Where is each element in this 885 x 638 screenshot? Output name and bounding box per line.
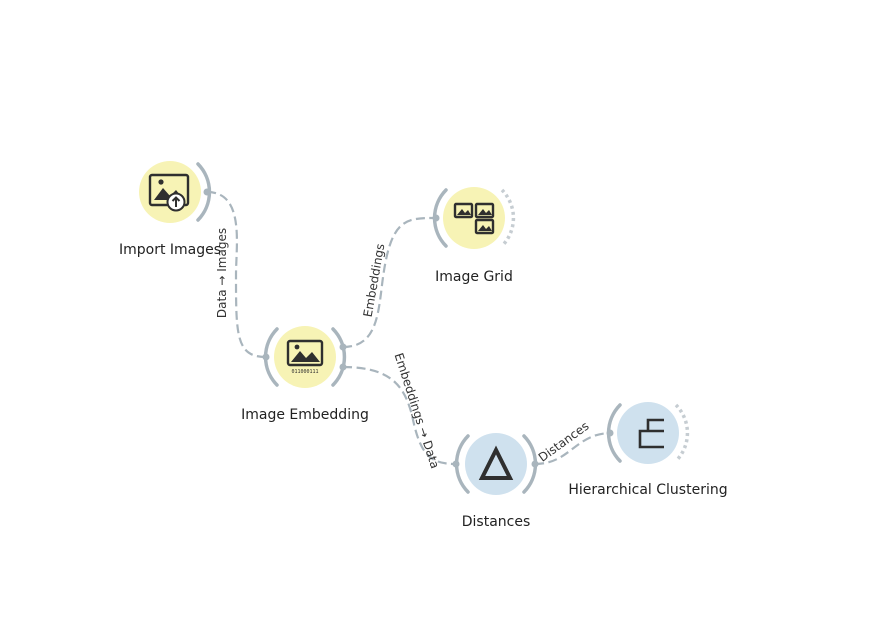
node-circle [443,187,505,249]
link-import-to-embedding[interactable]: Data → Images [206,190,267,359]
output-port-bracket [500,188,516,248]
node-image-grid[interactable]: Image Grid [432,187,516,285]
output-port[interactable] [203,188,211,196]
output-port[interactable] [531,460,539,468]
node-hierarchical-clustering[interactable]: Hierarchical Clustering [568,402,728,498]
node-image-embedding[interactable]: 011000111 Image Embedding [241,326,369,423]
node-label-image-embedding: Image Embedding [241,407,369,423]
dendrogram-icon [638,418,664,449]
node-import-images[interactable]: Import Images [119,161,221,258]
output-port-embeddings[interactable] [339,343,347,351]
node-distances[interactable]: Distances [452,433,539,530]
output-port-bracket [331,327,347,387]
image-embedding-icon: 011000111 [286,339,324,375]
node-circle [139,161,201,223]
input-port[interactable] [452,460,460,468]
link-distances-to-clustering[interactable]: Distances [534,419,611,466]
input-port[interactable] [262,353,270,361]
output-port-bracket [674,403,690,463]
image-grid-icon [453,202,495,235]
node-circle [465,433,527,495]
image-upload-icon [148,173,190,212]
node-label-image-grid: Image Grid [435,269,513,285]
node-circle [617,402,679,464]
link-label-embedding-to-distances: Embeddings → Data [392,351,443,470]
node-label-hierarchical-clustering: Hierarchical Clustering [568,482,727,498]
input-port[interactable] [432,214,440,222]
input-port[interactable] [606,429,614,437]
link-embedding-to-grid[interactable]: Embeddings [342,216,437,349]
node-label-import-images: Import Images [119,242,221,258]
binary-caption: 011000111 [291,369,318,375]
output-port-data[interactable] [339,363,347,371]
link-label-import-to-embedding: Data → Images [215,228,229,318]
node-label-distances: Distances [462,514,531,530]
delta-icon [478,445,514,480]
